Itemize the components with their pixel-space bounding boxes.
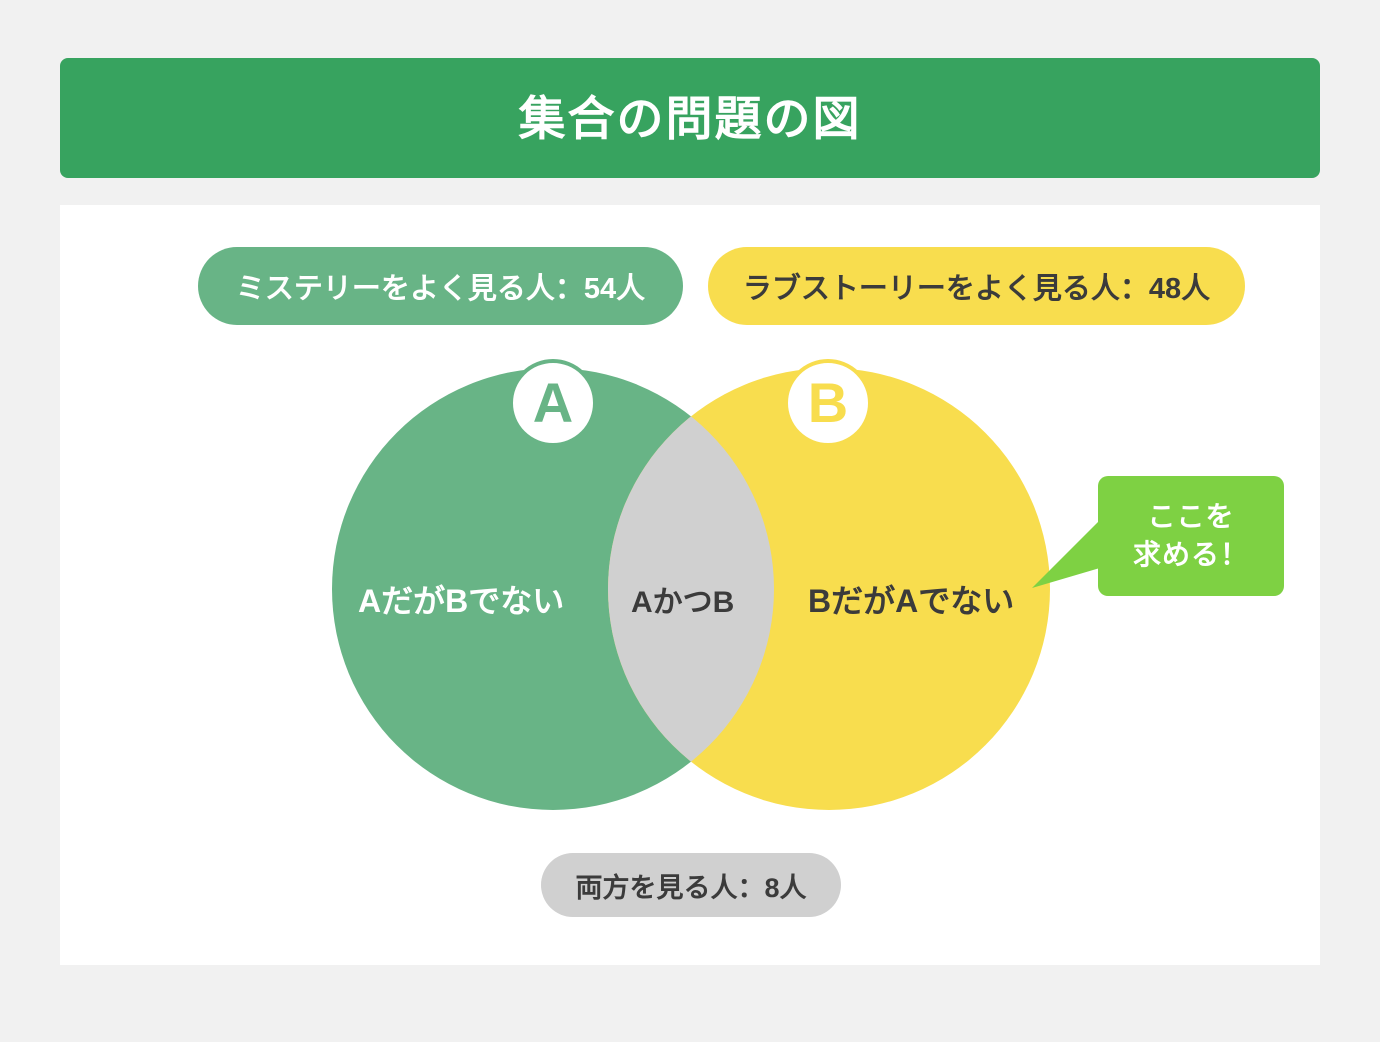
legend-pill-set-b: ラブストーリーをよく見る人：48人 bbox=[708, 247, 1245, 325]
callout-line-2: 求める！ bbox=[1132, 539, 1249, 570]
legend-pill-set-b-label: ラブストーリーをよく見る人：48人 bbox=[742, 273, 1211, 305]
venn-label-a-only: AだがBでない bbox=[358, 583, 565, 619]
set-badge-b-letter: B bbox=[807, 371, 849, 434]
set-badge-a-letter: A bbox=[532, 371, 574, 434]
venn-label-intersection: AかつB bbox=[631, 586, 735, 619]
title-banner: 集合の問題の図 bbox=[60, 58, 1320, 178]
venn-diagram bbox=[320, 360, 1080, 830]
page-title: 集合の問題の図 bbox=[518, 91, 862, 145]
legend-pill-both: 両方を見る人：8人 bbox=[541, 853, 841, 917]
set-badge-a: A bbox=[509, 359, 597, 447]
legend-pill-both-label: 両方を見る人：8人 bbox=[575, 872, 807, 903]
callout-line-1: ここを bbox=[1147, 501, 1235, 533]
callout-box: ここを 求める！ bbox=[1098, 476, 1284, 596]
set-badge-b: B bbox=[784, 359, 872, 447]
venn-label-b-only: BだがAでない bbox=[808, 583, 1015, 619]
venn-intersection bbox=[608, 368, 774, 810]
legend-pill-set-a-label: ミステリーをよく見る人：54人 bbox=[235, 273, 646, 305]
legend-pill-set-a: ミステリーをよく見る人：54人 bbox=[198, 247, 683, 325]
venn-svg bbox=[332, 368, 1050, 810]
